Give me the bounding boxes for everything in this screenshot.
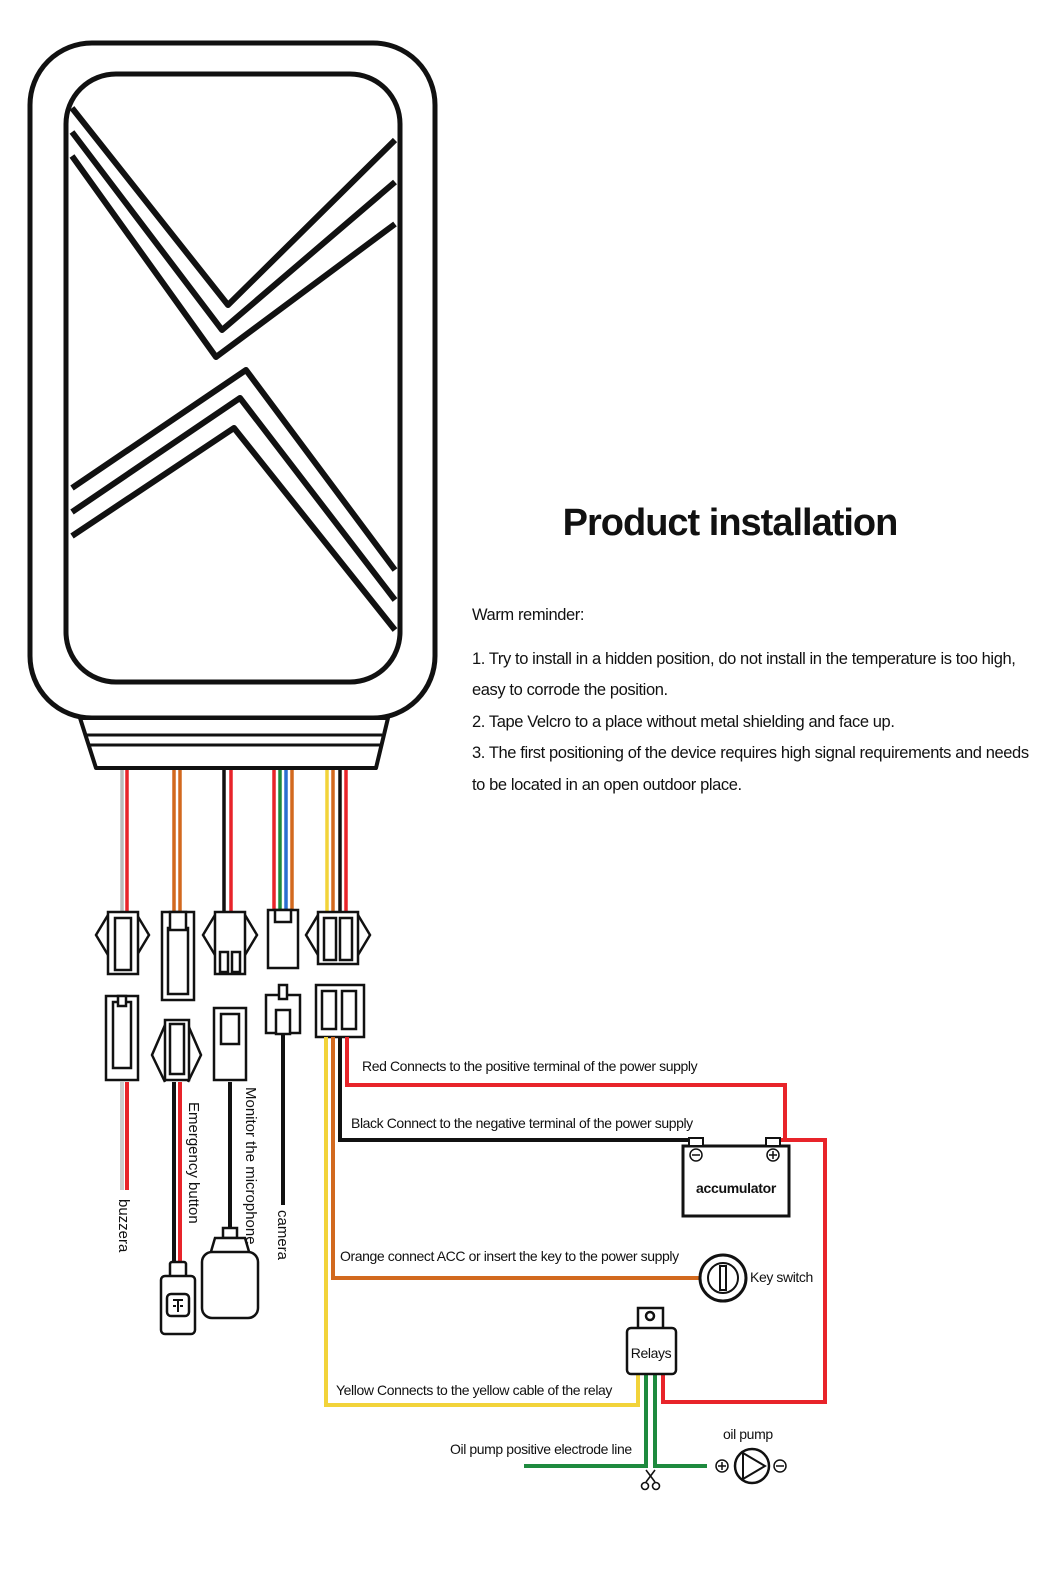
red-wire-label: Red Connects to the positive terminal of… — [362, 1058, 698, 1074]
orange-wire-label: Orange connect ACC or insert the key to … — [340, 1248, 679, 1264]
black-wire-label: Black Connect to the negative terminal o… — [351, 1115, 693, 1131]
oil-line-label: Oil pump positive electrode line — [450, 1441, 632, 1457]
lower-connectors — [104, 983, 366, 1083]
minus-icon — [773, 1459, 787, 1473]
gps-device — [27, 40, 438, 770]
power-wiring — [324, 1037, 827, 1468]
warm-reminder: Warm reminder: 1. Try to install in a hi… — [472, 600, 1032, 801]
accessory-cables — [120, 1035, 285, 1265]
relays-label: Relays — [631, 1345, 672, 1361]
microphone-label: Monitor the microphone — [242, 1087, 259, 1245]
accumulator-label: accumulator — [696, 1180, 777, 1196]
plus-icon — [715, 1459, 729, 1473]
upper-connectors — [94, 908, 372, 1002]
camera-label: camera — [274, 1210, 291, 1261]
minus-icon — [689, 1148, 703, 1162]
reminder-item-3: 3. The first positioning of the device r… — [472, 744, 1029, 794]
emergency-button-device — [159, 1260, 197, 1336]
page-title: Product installation — [562, 502, 899, 544]
cable-bundles — [120, 770, 348, 912]
pump-icon — [733, 1447, 771, 1485]
yellow-wire-label: Yellow Connects to the yellow cable of t… — [336, 1382, 612, 1398]
relay — [625, 1306, 678, 1376]
reminder-item-1: 1. Try to install in a hidden position, … — [472, 649, 1016, 700]
reminder-item-2: 2. Tape Velcro to a place without metal … — [472, 712, 895, 731]
buzzer-label: buzzera — [115, 1199, 132, 1253]
key-icon — [698, 1253, 748, 1303]
oil-pump-label: oil pump — [723, 1426, 773, 1442]
accumulator: accumulator — [681, 1137, 791, 1218]
microphone-device — [200, 1226, 260, 1320]
emergency-button-label: Emergency button — [185, 1102, 202, 1224]
scissors-icon — [640, 1469, 661, 1491]
reminder-heading: Warm reminder: — [472, 606, 585, 624]
plus-icon — [766, 1148, 780, 1162]
key-switch-label: Key switch — [750, 1269, 813, 1285]
